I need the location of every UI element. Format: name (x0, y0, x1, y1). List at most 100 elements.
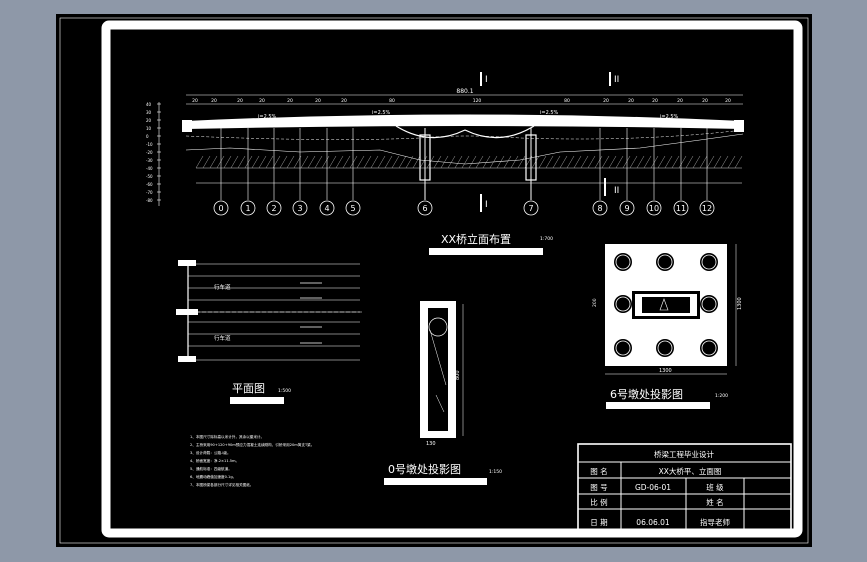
title-block: 桥梁工程毕业设计 图 名 XX大桥平、立面图 图 号 GD-06-01 班 级 … (577, 443, 792, 531)
sheet-border (59, 17, 809, 544)
span-label: 20 (702, 98, 708, 104)
pier-number: 7 (528, 204, 533, 213)
pile-ring (657, 254, 673, 270)
level-tick-label: -10 (146, 142, 153, 147)
slope-left: i=2.5% (258, 114, 277, 120)
tb-no-label: 图 号 (590, 483, 607, 492)
tb-name-label: 图 名 (590, 466, 607, 476)
note-line: 5、通航标准：四级航道。 (190, 466, 232, 471)
hatch-stroke (342, 155, 351, 169)
pier-number-circle (699, 200, 715, 216)
hatch-stroke (286, 155, 295, 169)
level-tick-label: -60 (146, 182, 153, 187)
pier0-scale: 1:150 (489, 469, 502, 475)
hatch-stroke (720, 155, 729, 169)
elevation-title: XX桥立面布置 (441, 232, 511, 246)
hatch-stroke (258, 155, 267, 169)
hatch-stroke (377, 155, 386, 169)
hatch-stroke (580, 155, 589, 169)
span-label: 20 (287, 98, 293, 104)
level-tick-label: -80 (146, 198, 153, 203)
tb-student-label: 姓 名 (706, 497, 723, 507)
pier6-piles (614, 253, 718, 357)
hatch-stroke (664, 155, 673, 169)
tb-project: 桥梁工程毕业设计 (654, 449, 714, 459)
pier6-dim-width: 1300 (659, 368, 672, 374)
hatch-stroke (412, 155, 421, 169)
level-tick-label: -50 (146, 174, 153, 179)
hatch-stroke (349, 155, 358, 169)
plan-view: 行车道 行车道 平面图 1:500 (176, 260, 362, 404)
level-tick-label: 40 (146, 102, 152, 107)
hatch-stroke (209, 155, 218, 169)
plan-mid-abutment (176, 309, 198, 315)
pier-number-circle (592, 200, 608, 216)
hatch-stroke (706, 155, 715, 169)
elevation-scale: 1:700 (540, 236, 553, 242)
pier-number-circle (646, 200, 662, 216)
pier0-dim-height: 800 (455, 370, 461, 380)
pier6-center-mark (659, 298, 669, 311)
span-label: 20 (628, 98, 634, 104)
design-notes: 1、本图尺寸除标高以米计外，其余以厘米计。2、主桥采用90+120+90m预应力… (190, 434, 314, 487)
pier-number-circle (673, 200, 689, 216)
pier-number: 3 (297, 204, 302, 213)
span-label: 20 (192, 98, 198, 104)
pier0-title-bar (384, 478, 487, 485)
hatch-stroke (202, 155, 211, 169)
hatch-stroke (552, 155, 561, 169)
hatch-stroke (454, 155, 463, 169)
pile-ring (701, 254, 717, 270)
hatch-stroke (237, 155, 246, 169)
tb-date-value: 06.06.01 (636, 518, 670, 527)
level-tick-label: 10 (146, 126, 152, 131)
soil-hatch (195, 155, 743, 184)
plan-bottom-abutment (178, 356, 196, 362)
pier-number-circle (417, 200, 433, 216)
hatch-stroke (314, 155, 323, 169)
hatch-stroke (279, 155, 288, 169)
pier-number: 2 (271, 204, 276, 213)
plan-scale: 1:500 (278, 388, 291, 394)
pier6-title-bar (606, 402, 710, 409)
pier-number: 0 (218, 204, 223, 213)
hatch-stroke (230, 155, 239, 169)
title-block-border (577, 443, 792, 531)
plan-top-abutment (178, 260, 196, 266)
pile (656, 339, 674, 357)
ground-line (185, 133, 744, 165)
span-label: 20 (652, 98, 658, 104)
hatch-stroke (692, 155, 701, 169)
hatch-stroke (650, 155, 659, 169)
tb-name-value: XX大桥平、立面图 (659, 466, 722, 476)
plan-title: 平面图 (232, 382, 265, 395)
level-tick-label: 20 (146, 118, 152, 123)
tb-teacher-label: 指导老师 (700, 517, 730, 527)
span-label: 20 (341, 98, 347, 104)
pier-number: 1 (245, 204, 250, 213)
pier0-inner (428, 308, 448, 431)
pile (700, 253, 718, 271)
pile-ring (615, 340, 631, 356)
hatch-stroke (216, 155, 225, 169)
section-mark-4: II (614, 186, 619, 196)
hatch-stroke (328, 155, 337, 169)
tb-no-value: GD-06-01 (635, 483, 671, 492)
note-line: 7、本图桥梁各部分尺寸详见相关图纸。 (190, 482, 253, 487)
hatch-stroke (265, 155, 274, 169)
hatch-stroke (419, 155, 428, 169)
note-line: 6、地震动峰值加速度0.1g。 (190, 474, 236, 479)
hatch-stroke (496, 155, 505, 169)
tb-date-label: 日 期 (590, 518, 607, 527)
level-tick-label: -30 (146, 158, 153, 163)
hatch-stroke (545, 155, 554, 169)
pier-number-circle (240, 200, 256, 216)
pier0-view: 800 130 0号墩处投影图 1:150 (384, 301, 502, 485)
level-tick-label: 0 (146, 134, 149, 139)
hatch-stroke (566, 155, 575, 169)
hatch-stroke (559, 155, 568, 169)
hatch-stroke (461, 155, 470, 169)
hatch-stroke (573, 155, 582, 169)
